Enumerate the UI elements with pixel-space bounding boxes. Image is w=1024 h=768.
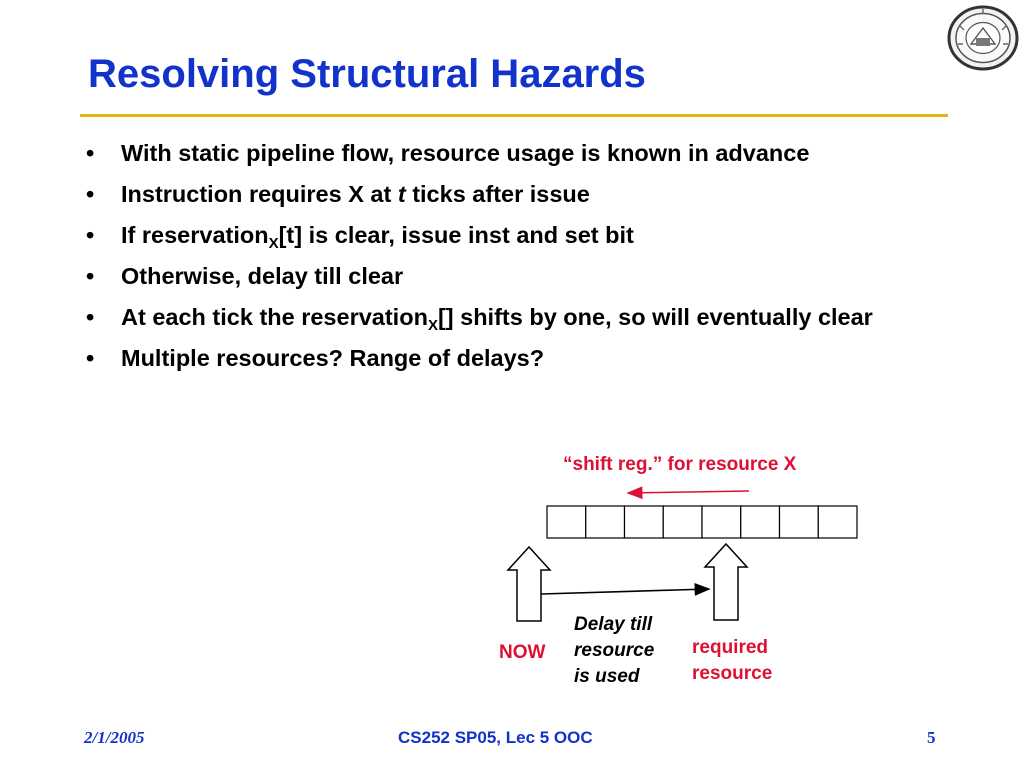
required-label-line: resource (692, 663, 773, 684)
university-seal-icon (947, 5, 1019, 71)
register-cell (817, 505, 858, 539)
bullet-marker: • (86, 222, 95, 248)
bullet-subscript: X (268, 235, 279, 252)
bullet-text: If reservation (121, 222, 269, 248)
register-cell (701, 505, 742, 539)
delay-label-line: resource (574, 640, 655, 661)
bullet-reservation-clear: • If reservationX[t] is clear, issue ins… (86, 220, 906, 252)
delay-arrow (540, 583, 711, 596)
bullet-text: Otherwise, delay till clear (121, 263, 404, 289)
register-cell (623, 505, 664, 539)
bullet-text: Instruction requires X at (121, 181, 398, 207)
delay-label-line: is used (574, 666, 640, 687)
register-cell (662, 505, 703, 539)
slide-title: Resolving Structural Hazards (88, 52, 646, 96)
bullet-marker: • (86, 140, 95, 166)
bullet-marker: • (86, 181, 95, 207)
register-cell (585, 505, 626, 539)
bullet-marker: • (86, 263, 95, 289)
required-resource-label: required resource (692, 635, 772, 687)
now-up-arrow (506, 545, 552, 622)
bullet-italic-t: t (397, 181, 406, 207)
title-underline (80, 114, 948, 117)
bullet-text-after: [] shifts by one, so will eventually cle… (437, 304, 873, 330)
shift-register (546, 505, 858, 539)
register-cell (546, 505, 587, 539)
bullet-text: With static pipeline flow, resource usag… (121, 140, 810, 166)
bullet-text: Multiple resources? Range of delays? (121, 345, 545, 371)
bullet-subscript: X (427, 317, 438, 334)
bullet-instruction-requires: • Instruction requires X at t ticks afte… (86, 179, 906, 209)
bullet-static-pipeline: • With static pipeline flow, resource us… (86, 138, 906, 168)
footer-course: CS252 SP05, Lec 5 OOC (398, 728, 593, 747)
delay-label-line: Delay till (574, 614, 653, 635)
delay-label: Delay till resource is used (574, 612, 654, 690)
bullet-marker: • (86, 304, 95, 330)
bullet-text-after: [t] is clear, issue inst and set bit (278, 222, 634, 248)
register-cell (740, 505, 781, 539)
bullet-delay: • Otherwise, delay till clear (86, 261, 906, 291)
bullet-text: At each tick the reservation (121, 304, 428, 330)
required-up-arrow (703, 542, 749, 621)
shift-register-label: “shift reg.” for resource X (563, 454, 797, 475)
bullet-list: • With static pipeline flow, resource us… (86, 138, 906, 384)
bullet-multiple-resources: • Multiple resources? Range of delays? (86, 343, 906, 373)
bullet-marker: • (86, 345, 95, 371)
shift-direction-arrow (626, 486, 750, 500)
bullet-text-after: ticks after issue (405, 181, 590, 207)
bullet-shift: • At each tick the reservationX[] shifts… (86, 302, 906, 334)
register-cell (778, 505, 819, 539)
required-label-line: required (692, 637, 769, 658)
footer-date: 2/1/2005 (84, 728, 145, 747)
footer-page-number: 5 (927, 728, 936, 747)
now-label: NOW (499, 642, 546, 663)
